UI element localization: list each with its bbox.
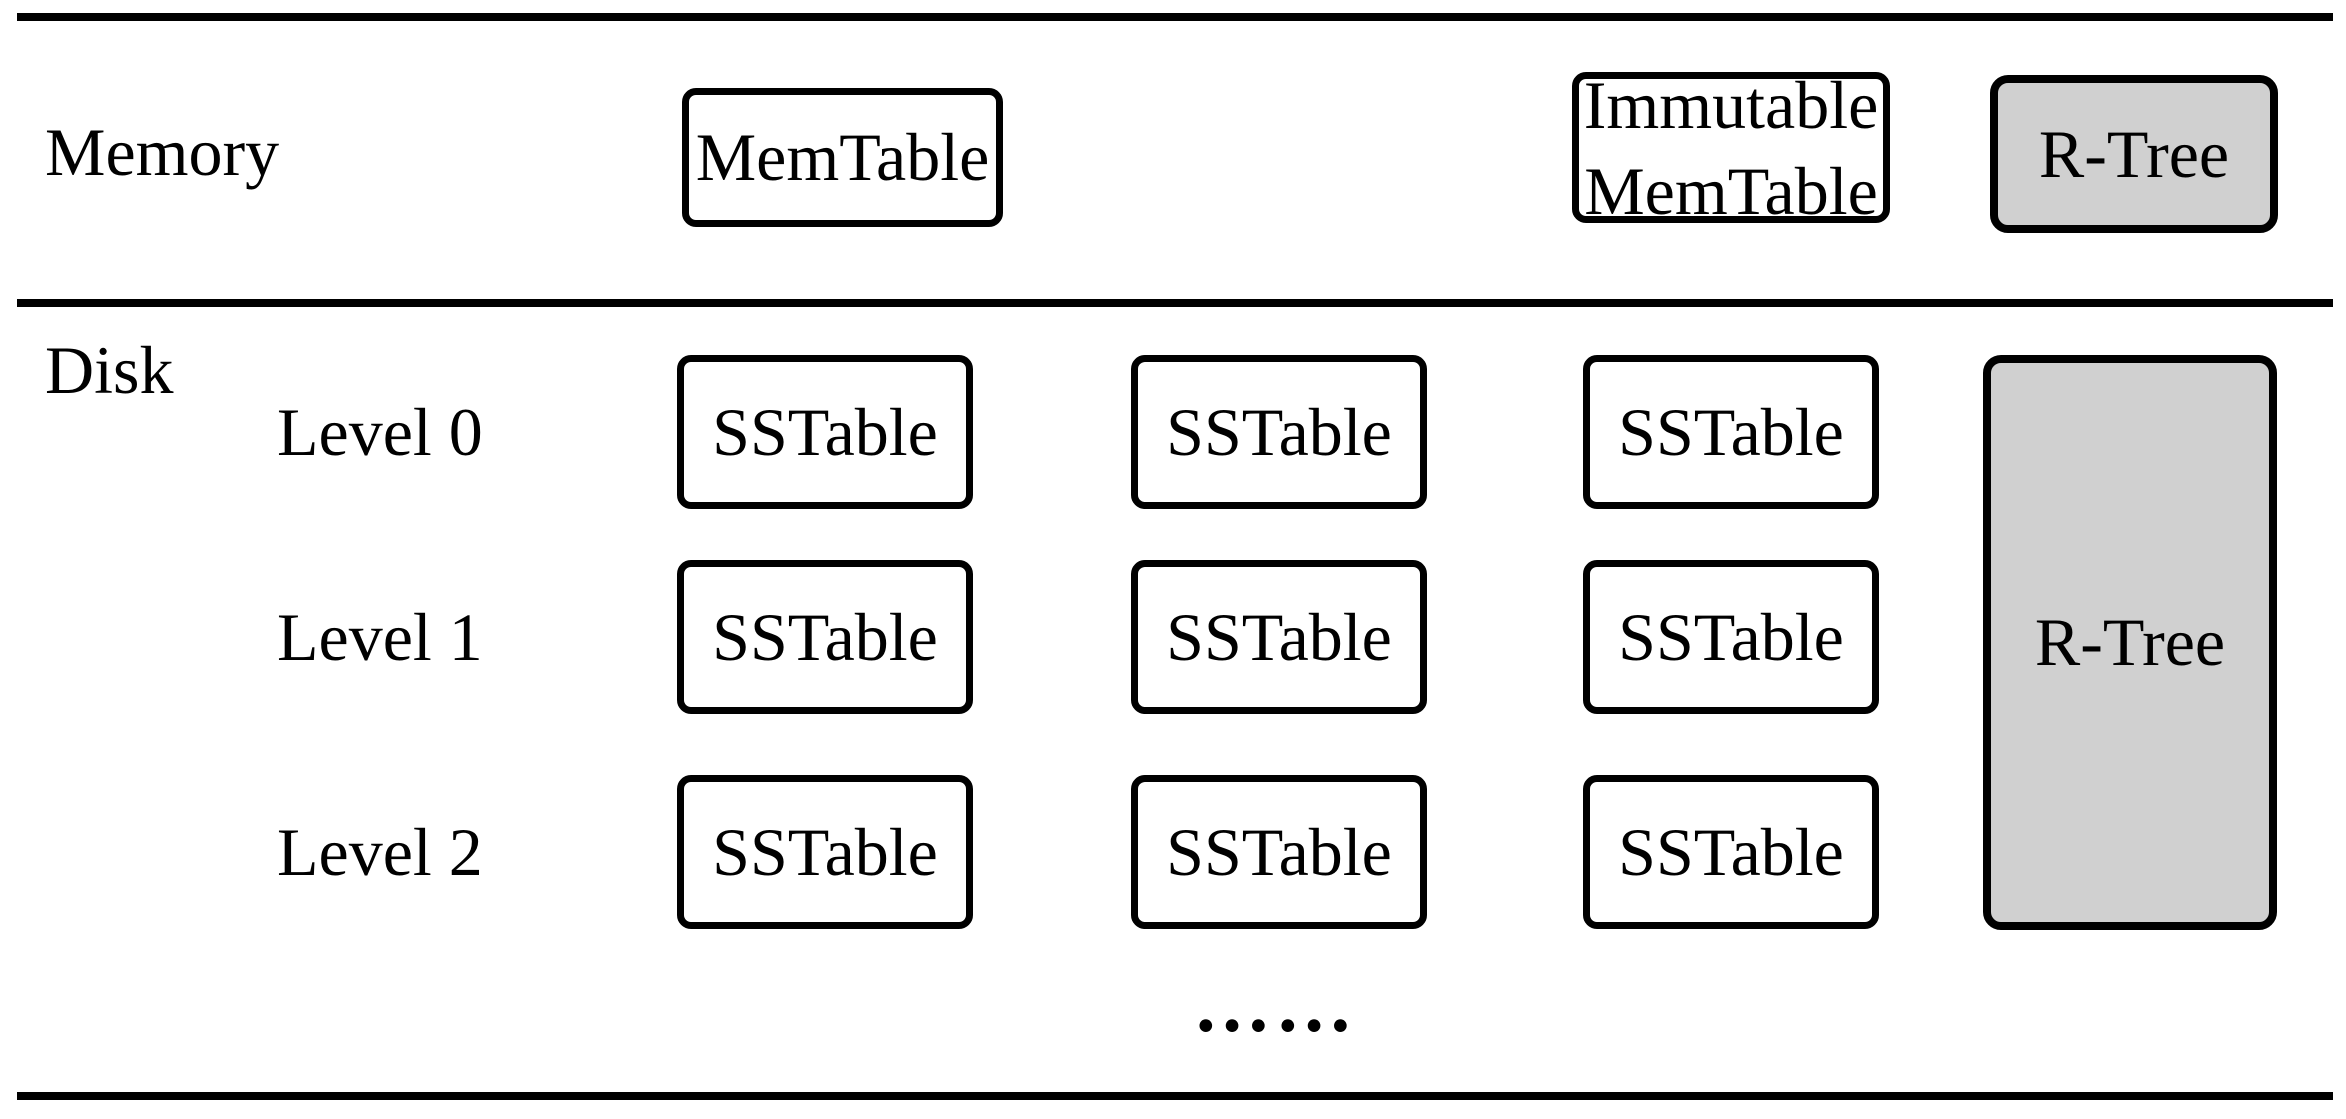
memtable-label: MemTable	[695, 119, 990, 195]
sstable-label: SSTable	[1618, 598, 1844, 675]
sstable-box-level0-2: SSTable	[1131, 355, 1427, 509]
memory-disk-divider-line	[17, 299, 2333, 307]
sstable-box-level1-1: SSTable	[677, 560, 973, 714]
sstable-box-level1-2: SSTable	[1131, 560, 1427, 714]
level-0-label: Level 0	[277, 393, 483, 470]
sstable-label: SSTable	[1618, 393, 1844, 470]
disk-rtree-box: R-Tree	[1983, 355, 2277, 930]
top-border-line	[17, 13, 2333, 21]
memory-rtree-box: R-Tree	[1990, 75, 2278, 233]
memory-rtree-label: R-Tree	[2038, 115, 2230, 192]
disk-rtree-label: R-Tree	[2034, 604, 2226, 680]
sstable-label: SSTable	[1166, 813, 1392, 890]
sstable-label: SSTable	[1166, 393, 1392, 470]
memory-section-label: Memory	[45, 114, 280, 190]
ellipsis-dots: ……	[1193, 961, 1357, 1048]
level-1-label: Level 1	[277, 598, 483, 675]
sstable-box-level2-1: SSTable	[677, 775, 973, 929]
bottom-border-line	[17, 1092, 2333, 1100]
sstable-box-level1-3: SSTable	[1583, 560, 1879, 714]
sstable-label: SSTable	[712, 813, 938, 890]
level-2-label: Level 2	[277, 813, 483, 890]
sstable-label: SSTable	[1166, 598, 1392, 675]
sstable-box-level2-2: SSTable	[1131, 775, 1427, 929]
immutable-memtable-label-line2: MemTable	[1584, 152, 1878, 229]
sstable-label: SSTable	[1618, 813, 1844, 890]
immutable-memtable-label-line1: Immutable	[1583, 66, 1879, 143]
immutable-memtable-box: Immutable MemTable	[1572, 67, 1890, 229]
memtable-box: MemTable	[682, 88, 1003, 227]
sstable-label: SSTable	[712, 393, 938, 470]
sstable-box-level2-3: SSTable	[1583, 775, 1879, 929]
disk-section-label: Disk	[45, 332, 174, 408]
sstable-box-level0-1: SSTable	[677, 355, 973, 509]
sstable-box-level0-3: SSTable	[1583, 355, 1879, 509]
sstable-label: SSTable	[712, 598, 938, 675]
